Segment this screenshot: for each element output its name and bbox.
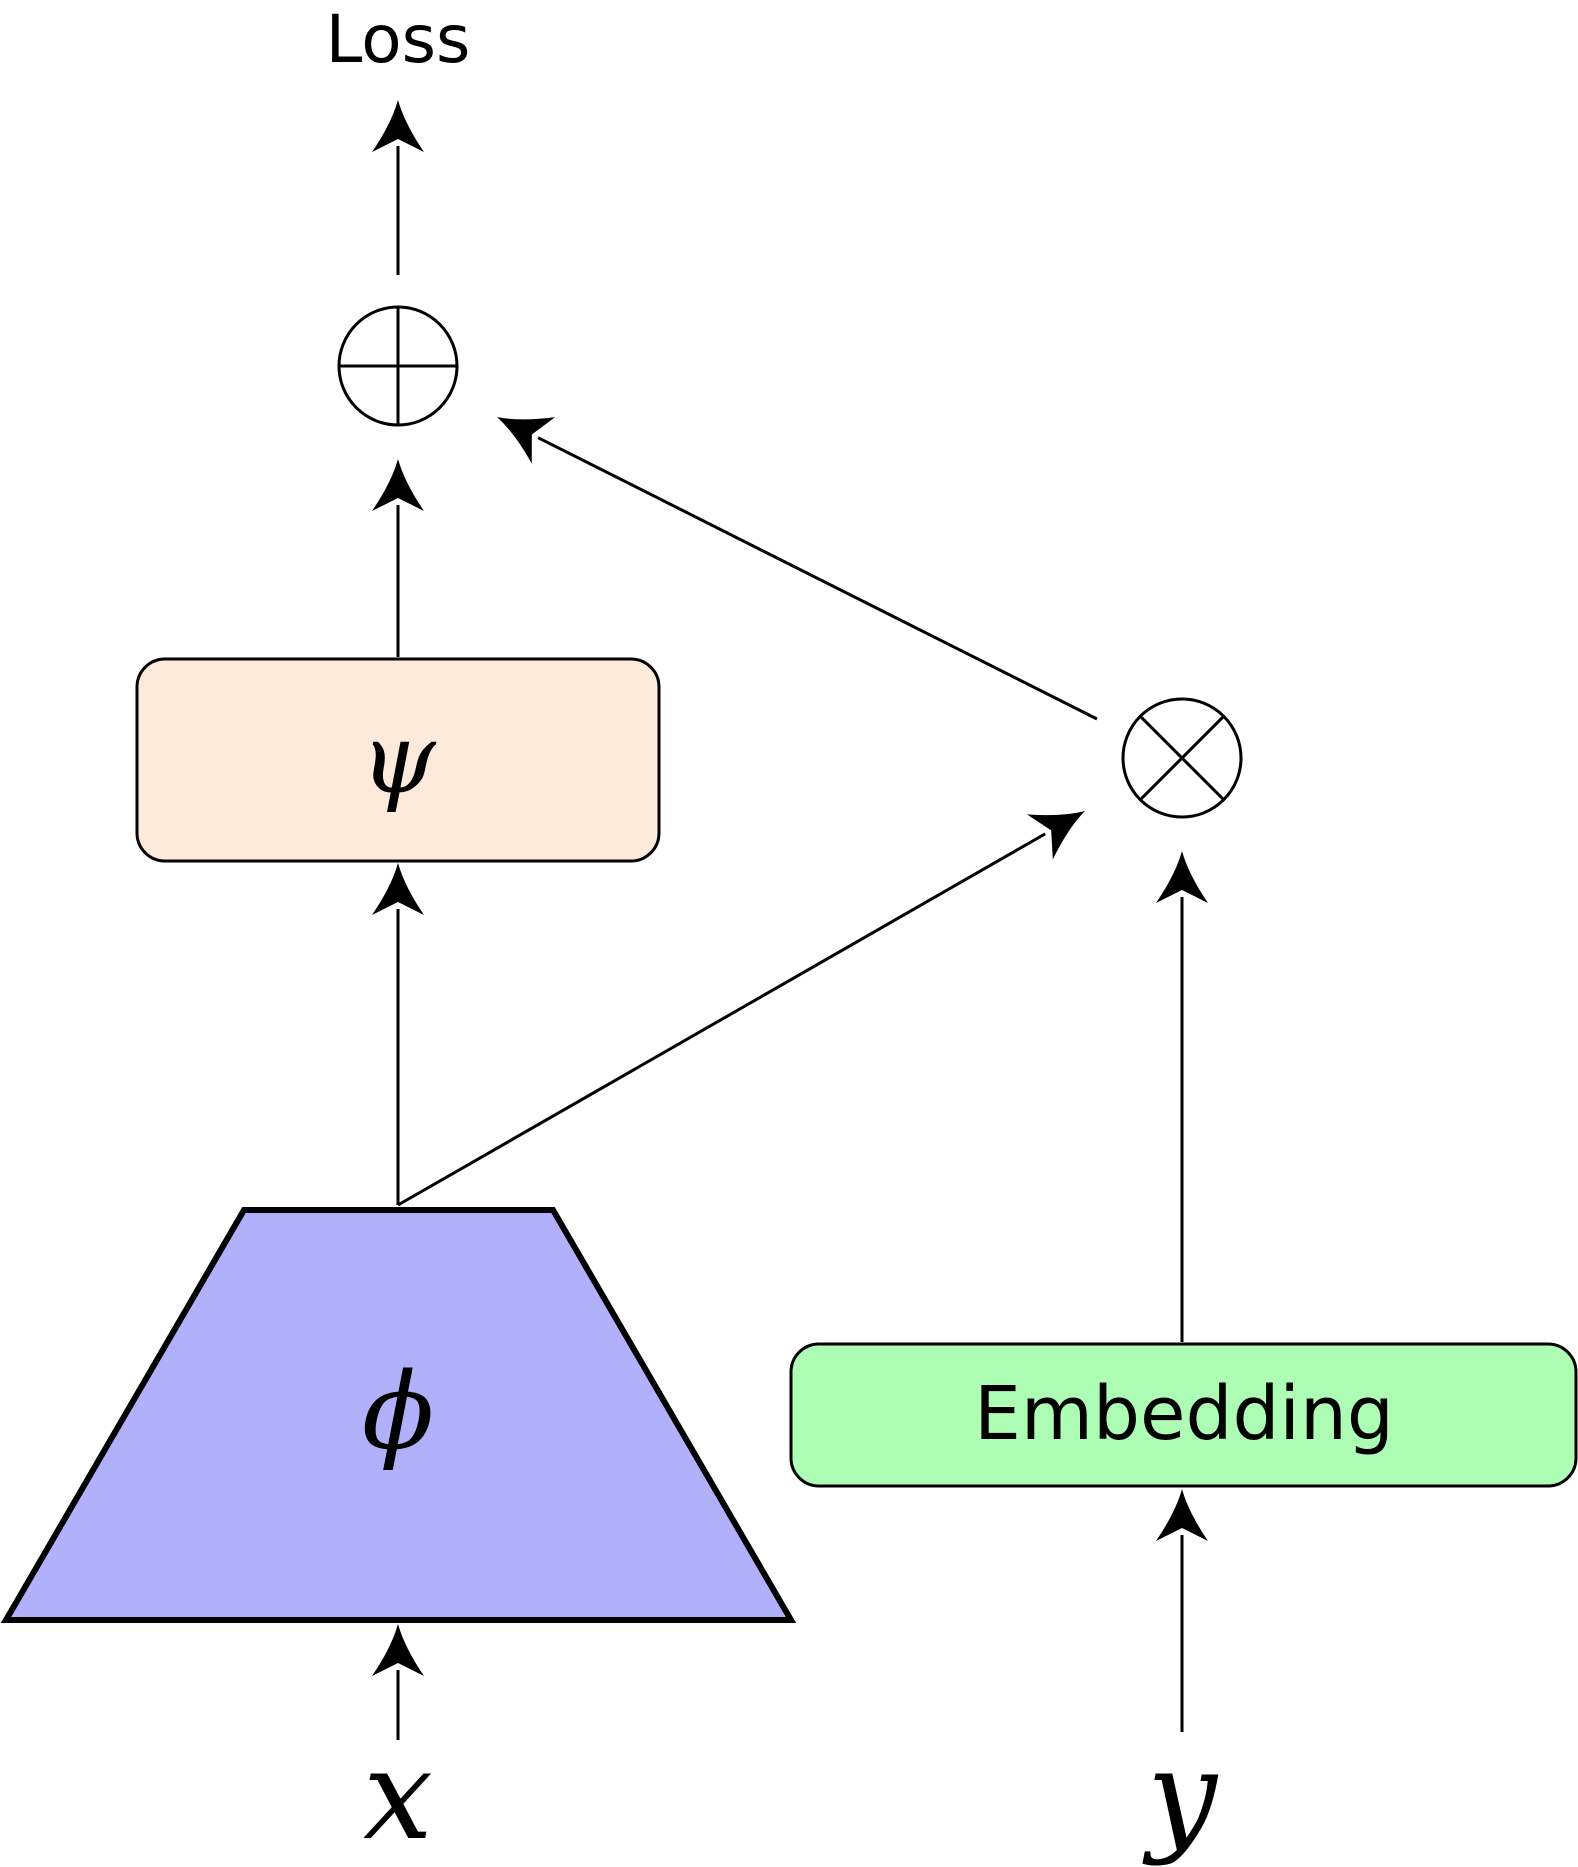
psi-box xyxy=(135,657,661,863)
arrowhead-icon xyxy=(1026,811,1085,860)
arrow-psi-to-sum xyxy=(372,459,424,657)
embedding-module: Embedding xyxy=(789,1342,1578,1488)
arrow-sum-to-loss xyxy=(372,100,424,275)
arrow-embedding-to-product xyxy=(1156,851,1208,1342)
y-input-label: y xyxy=(1142,1724,1219,1867)
arrow-phi-to-psi xyxy=(372,863,424,1205)
arrow-product-to-sum xyxy=(497,417,1098,721)
sum-operator xyxy=(337,305,459,427)
arrowhead-icon xyxy=(372,100,424,152)
arrowhead-icon xyxy=(372,863,424,915)
arrowhead-icon xyxy=(497,417,556,464)
arrow-y-to-embedding xyxy=(1156,1489,1208,1732)
embedding-label: Embedding xyxy=(974,1371,1394,1457)
phi-label: ϕ xyxy=(362,1350,434,1473)
arrowhead-icon xyxy=(1156,1489,1208,1541)
loss-label: Loss xyxy=(326,1,471,78)
edges xyxy=(372,100,1208,1740)
arrow-x-to-phi xyxy=(372,1624,424,1740)
embedding-box xyxy=(789,1342,1578,1488)
arrow-phi-to-product xyxy=(397,811,1085,1207)
product-operator xyxy=(1121,697,1243,819)
edge-line xyxy=(537,436,1098,721)
psi-module: ψ xyxy=(135,657,661,863)
arrowhead-icon xyxy=(372,459,424,511)
phi-trapezoid xyxy=(0,1207,797,1623)
x-input-label: x xyxy=(363,1724,433,1867)
arrowhead-icon xyxy=(372,1624,424,1676)
phi-encoder: ϕ xyxy=(0,1207,797,1623)
edge-line xyxy=(397,832,1046,1207)
psi-label: ψ xyxy=(360,703,437,815)
arrowhead-icon xyxy=(1156,851,1208,903)
